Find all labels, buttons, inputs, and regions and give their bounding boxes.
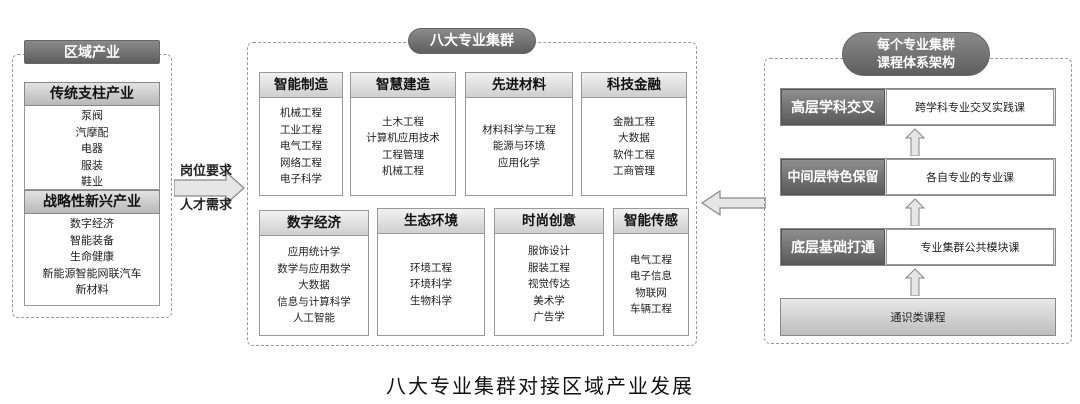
major-item: 人工智能 [293, 312, 335, 325]
major-item: 机械工程 [382, 165, 424, 177]
cluster-card: 生态环境 环境工程 环境科学 生物科学 [377, 208, 485, 336]
major-item: 应用化学 [498, 156, 540, 169]
emerging-item: 新能源智能网联汽车 [42, 266, 142, 280]
cluster-name: 数字经济 [259, 210, 369, 236]
right-arrow-icon [174, 170, 245, 206]
emerging-item: 生命健康 [70, 250, 114, 263]
major-item: 计算机应用技术 [366, 132, 440, 144]
cluster-name: 智能制造 [259, 72, 343, 98]
cluster-card: 智能传感 电气工程 电子信息 物联网 车辆工程 [613, 208, 689, 336]
major-item: 机械工程 [280, 107, 322, 120]
up-arrow-icon [905, 198, 925, 226]
major-item: 电气工程 [630, 253, 672, 266]
traditional-item: 泵阀 [81, 109, 103, 122]
emerging-list: 数字经济 智能装备 生命健康 新能源智能网联汽车 新材料 [24, 214, 160, 306]
major-item: 车辆工程 [630, 303, 672, 315]
traditional-list: 泵阀 汽摩配 电器 服装 鞋业 [24, 106, 160, 190]
up-arrow-icon [905, 128, 925, 156]
emerging-heading: 战略性新兴产业 [24, 190, 160, 214]
major-item: 环境工程 [410, 261, 452, 274]
cluster-majors: 材料科学与工程 能源与环境 应用化学 [465, 98, 573, 196]
major-item: 视觉传达 [528, 278, 570, 291]
cluster-name: 生态环境 [377, 208, 485, 234]
major-item: 应用统计学 [287, 246, 341, 259]
cluster-name: 科技金融 [581, 72, 687, 98]
cluster-card: 先进材料 材料科学与工程 能源与环境 应用化学 [465, 72, 573, 196]
major-item: 能源与环境 [492, 140, 546, 153]
major-item: 土木工程 [382, 115, 424, 128]
base-course: 通识类课程 [780, 298, 1056, 336]
major-item: 金融工程 [613, 115, 655, 128]
cluster-card: 数字经济 应用统计学 数学与应用数学 大数据 信息与计算科学 人工智能 [259, 210, 369, 336]
cluster-majors: 环境工程 环境科学 生物科学 [377, 234, 485, 336]
major-item: 材料科学与工程 [482, 123, 556, 136]
cluster-majors: 机械工程 工业工程 电气工程 网络工程 电子科学 [259, 98, 343, 196]
emerging-item: 数字经济 [70, 217, 114, 230]
region-title: 区域产业 [24, 40, 160, 64]
clusters-title: 八大专业集群 [408, 28, 536, 54]
curriculum-title-line1: 每个专业集群 [876, 38, 955, 53]
tier-label-top: 高层学科交叉 [781, 89, 885, 125]
cluster-card: 智能制造 机械工程 工业工程 电气工程 网络工程 电子科学 [259, 72, 343, 196]
major-item: 大数据 [618, 132, 650, 144]
traditional-item: 服装 [81, 158, 103, 172]
cluster-name: 智慧建造 [350, 72, 456, 98]
curriculum-title: 每个专业集群 课程体系架构 [842, 32, 990, 76]
major-item: 信息与计算科学 [277, 295, 351, 308]
arrow-label-job: 岗位要求 [180, 164, 233, 179]
traditional-heading: 传统支柱产业 [24, 82, 160, 106]
tier-course-top: 跨学科专业交叉实践课 [886, 89, 1054, 125]
emerging-item: 智能装备 [70, 233, 114, 247]
major-item: 工商管理 [613, 165, 655, 177]
cluster-name: 智能传感 [613, 208, 689, 234]
cluster-card: 科技金融 金融工程 大数据 软件工程 工商管理 [581, 72, 687, 196]
tier-course-middle: 各自专业的专业课 [886, 159, 1054, 195]
cluster-name: 时尚创意 [494, 208, 604, 234]
cluster-majors: 服饰设计 服装工程 视觉传达 美术学 广告学 [494, 234, 604, 336]
cluster-majors: 应用统计学 数学与应用数学 大数据 信息与计算科学 人工智能 [259, 236, 369, 336]
tier-label-middle: 中间层特色保留 [781, 159, 885, 195]
major-item: 大数据 [298, 279, 330, 292]
traditional-item: 电器 [81, 142, 103, 155]
major-item: 广告学 [533, 311, 565, 324]
tier-course-bottom: 专业集群公共模块课 [886, 229, 1054, 265]
major-item: 工业工程 [280, 123, 322, 136]
up-arrow-icon [905, 268, 925, 296]
major-item: 数学与应用数学 [277, 262, 351, 275]
curriculum-title-line2: 课程体系架构 [876, 56, 955, 71]
major-item: 电子信息 [630, 270, 672, 282]
traditional-item: 鞋业 [81, 175, 103, 188]
figure-caption: 八大专业集群对接区域产业发展 [386, 374, 694, 398]
cluster-majors: 土木工程 计算机应用技术 工程管理 机械工程 [350, 98, 456, 196]
cluster-card: 智慧建造 土木工程 计算机应用技术 工程管理 机械工程 [350, 72, 456, 196]
cluster-majors: 电气工程 电子信息 物联网 车辆工程 [613, 234, 689, 336]
major-item: 物联网 [635, 286, 667, 299]
major-item: 电子科学 [280, 173, 322, 186]
cluster-name: 先进材料 [465, 72, 573, 98]
left-arrow-icon [700, 190, 766, 216]
emerging-item: 新材料 [75, 283, 109, 296]
major-item: 环境科学 [410, 278, 452, 291]
major-item: 软件工程 [613, 148, 655, 161]
major-item: 网络工程 [280, 156, 322, 169]
cluster-card: 时尚创意 服饰设计 服装工程 视觉传达 美术学 广告学 [494, 208, 604, 336]
major-item: 生物科学 [410, 294, 452, 307]
major-item: 工程管理 [382, 148, 424, 161]
tier-label-bottom: 底层基础打通 [781, 229, 885, 265]
major-item: 服饰设计 [528, 245, 570, 258]
traditional-item: 汽摩配 [75, 125, 109, 139]
major-item: 美术学 [533, 294, 565, 307]
major-item: 服装工程 [528, 261, 570, 274]
major-item: 电气工程 [280, 140, 322, 153]
arrow-label-talent: 人才需求 [180, 198, 233, 213]
cluster-majors: 金融工程 大数据 软件工程 工商管理 [581, 98, 687, 196]
